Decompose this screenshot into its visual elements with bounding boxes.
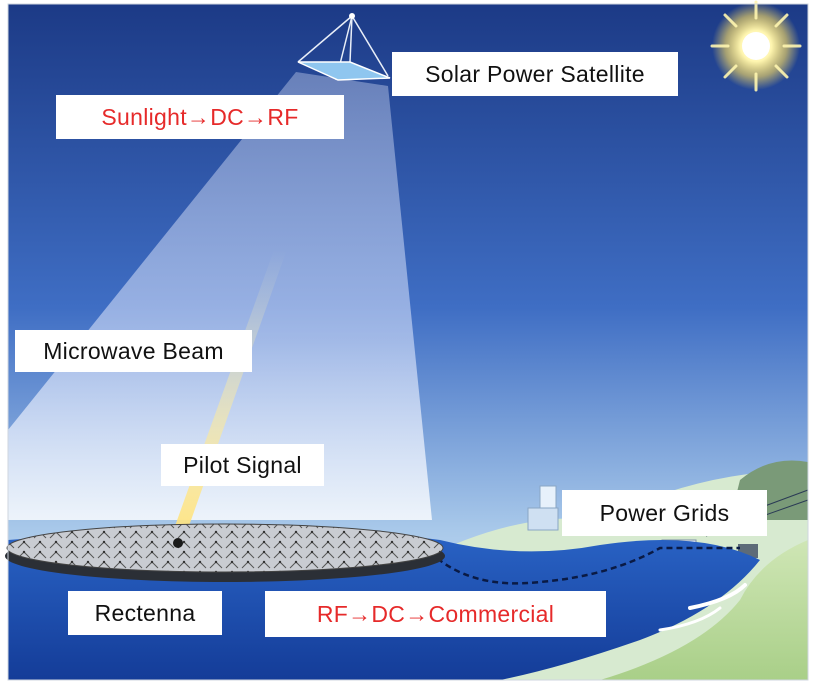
sun-icon [710, 0, 802, 92]
commercial-conversion-label: RF→DC→Commercial [265, 591, 606, 637]
surf-highlight [658, 606, 722, 632]
sunlight-conversion-label: Sunlight→DC→RF [56, 95, 344, 139]
satellite-icon [297, 13, 391, 81]
pilot-signal-label: Pilot Signal [161, 444, 324, 486]
surf-highlight [688, 583, 747, 610]
power-grids-label: Power Grids [562, 490, 767, 536]
land [600, 540, 808, 680]
rectenna-array-icon [5, 523, 445, 582]
microwave-beam [8, 72, 432, 520]
rectenna-label: Rectenna [68, 591, 222, 635]
microwave-beam-label: Microwave Beam [15, 330, 252, 372]
solar-power-satellite-label: Solar Power Satellite [392, 52, 678, 96]
power-cable [429, 546, 740, 585]
